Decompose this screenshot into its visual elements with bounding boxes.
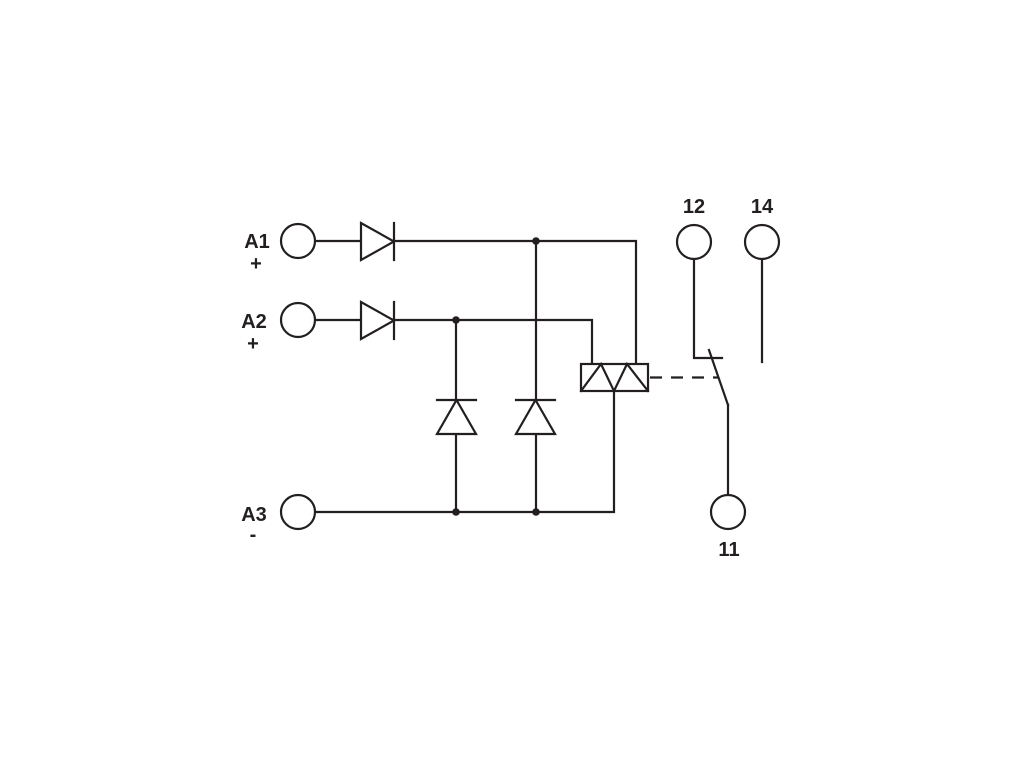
series-diode-a1 [359, 221, 397, 262]
terminal-11 [709, 493, 747, 531]
wire-a1 [313, 239, 638, 366]
switch-blade [707, 348, 730, 407]
freewheel-diode-left [435, 397, 478, 436]
junction-dot [532, 508, 540, 516]
junction-dot [452, 508, 460, 516]
terminal-a2 [279, 301, 317, 339]
terminal-a1 [279, 222, 317, 260]
junction-dot [452, 316, 460, 324]
series-diode-a2 [359, 300, 397, 341]
label-11: 11 [718, 539, 739, 561]
wires [313, 239, 764, 514]
wire-a2 [313, 318, 594, 366]
junctions [452, 237, 540, 516]
freewheel-diode-right [514, 397, 557, 436]
junction-dot [532, 237, 540, 245]
label-a1: A1 [244, 231, 270, 253]
label-a3-polarity: - [250, 524, 257, 546]
label-a1-polarity: + [250, 253, 262, 275]
label-12: 12 [683, 196, 705, 218]
wire-a3 [313, 389, 616, 514]
label-14: 14 [751, 196, 774, 218]
terminal-12 [675, 223, 713, 261]
terminal-a3 [279, 493, 317, 531]
wire-contact-12 [692, 257, 724, 360]
label-a2-polarity: + [247, 333, 259, 355]
terminal-14 [743, 223, 781, 261]
relay-coil [579, 361, 650, 394]
label-a3: A3 [241, 504, 267, 526]
label-a2: A2 [241, 311, 267, 333]
